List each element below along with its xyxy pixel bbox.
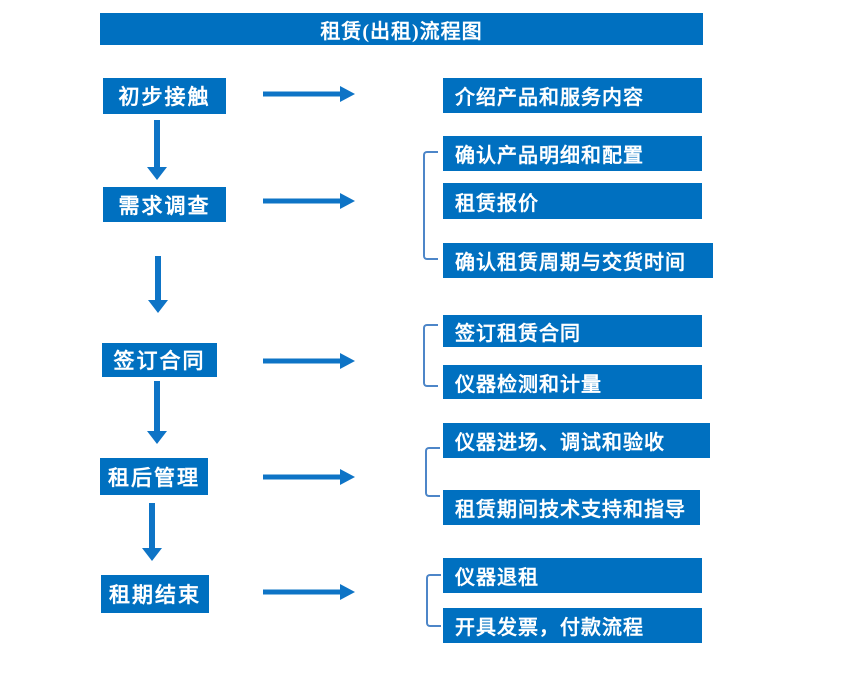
arrow-shaft [263,91,341,97]
arrow-head-icon [340,469,355,485]
down-arrow-1 [147,120,167,180]
detail-box-instrument-entry: 仪器进场、调试和验收 [443,423,710,458]
right-arrow-4 [263,469,355,485]
detail-box-sign-rental-contract: 签订租赁合同 [443,315,702,347]
arrow-shaft [263,589,341,595]
detail-box-technical-support: 租赁期间技术支持和指导 [443,490,700,525]
detail-box-introduce-products: 介绍产品和服务内容 [443,78,702,113]
arrow-shaft [154,381,160,431]
bracket-post-rental-group [425,447,440,497]
detail-box-instrument-testing: 仪器检测和计量 [443,365,702,399]
arrow-head-icon [142,548,162,561]
detail-box-invoice-payment: 开具发票，付款流程 [443,608,702,643]
detail-box-instrument-return: 仪器退租 [443,558,702,593]
down-arrow-2 [148,256,168,313]
down-arrow-3 [147,381,167,444]
diagram-title: 租赁(出租)流程图 [100,13,703,45]
down-arrow-4 [142,503,162,561]
arrow-shaft [263,358,341,364]
arrow-head-icon [340,353,355,369]
arrow-head-icon [147,431,167,444]
step-box-initial-contact: 初步接触 [103,78,226,114]
right-arrow-2 [263,193,355,209]
bracket-rental-end-group [426,574,441,627]
arrow-shaft [154,120,160,167]
arrow-head-icon [340,193,355,209]
detail-box-confirm-product-details: 确认产品明细和配置 [443,136,702,171]
arrow-head-icon [148,300,168,313]
right-arrow-3 [263,353,355,369]
arrow-head-icon [340,86,355,102]
bracket-demand-survey-group [423,151,438,260]
arrow-shaft [155,256,161,300]
arrow-head-icon [147,167,167,180]
arrow-head-icon [340,584,355,600]
bracket-sign-contract-group [423,324,438,387]
arrow-shaft [149,503,155,548]
right-arrow-5 [263,584,355,600]
step-box-rental-end: 租期结束 [101,575,209,613]
arrow-shaft [263,474,341,480]
step-box-demand-survey: 需求调查 [103,187,226,222]
detail-box-rental-quote: 租赁报价 [443,183,702,219]
step-box-sign-contract: 签订合同 [102,343,217,377]
arrow-shaft [263,198,341,204]
right-arrow-1 [263,86,355,102]
detail-box-confirm-rental-period: 确认租赁周期与交货时间 [443,243,713,278]
step-box-post-rental-management: 租后管理 [100,458,208,495]
